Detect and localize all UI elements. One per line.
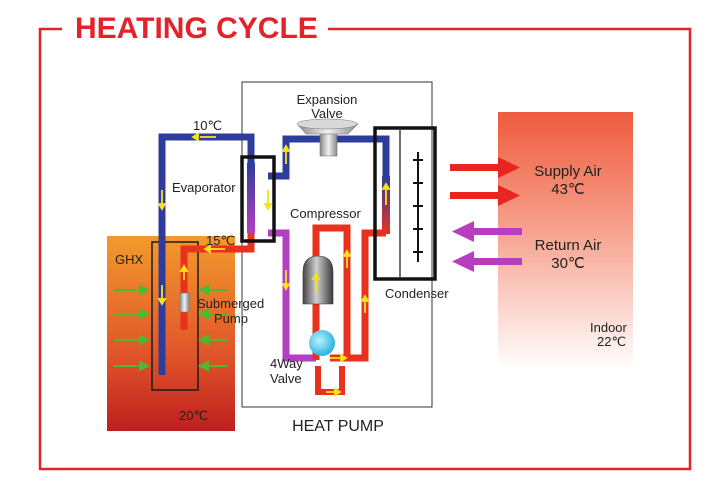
indoor-label: Indoor xyxy=(590,320,628,335)
flow-arrows xyxy=(157,132,391,397)
ghx-ground xyxy=(107,236,235,431)
four-way-valve-label: 4Way xyxy=(270,356,303,371)
ground-heat-arrows xyxy=(114,284,228,372)
condenser-label: Condenser xyxy=(385,286,449,301)
outer-frame xyxy=(38,27,692,471)
compressor-icon xyxy=(302,255,334,305)
submerged-pump-label: Submerged xyxy=(197,296,264,311)
refrigerant-suction-line xyxy=(268,229,316,362)
indoor-space xyxy=(498,112,633,370)
return-air-temp: 30℃ xyxy=(551,255,585,272)
ghx-label: GHX xyxy=(115,252,144,267)
ghx-well xyxy=(151,241,199,391)
submerged-pump-label-2: Pump xyxy=(214,311,248,326)
supply-air-label: Supply Air xyxy=(534,163,602,180)
compressor-label: Compressor xyxy=(290,206,361,221)
return-air-label: Return Air xyxy=(535,237,602,254)
return-air-arrows xyxy=(452,221,522,272)
condenser-frame xyxy=(373,126,437,281)
supply-air-arrows xyxy=(450,157,520,206)
supply-air-temp: 43℃ xyxy=(551,181,585,198)
heat-pump-label: HEAT PUMP xyxy=(292,418,384,435)
diagram-title: HEATING CYCLE xyxy=(75,12,318,45)
evaporator-coil xyxy=(247,163,255,233)
condenser-fins xyxy=(413,152,423,262)
ground-temp: 20℃ xyxy=(179,408,208,423)
evaporator-inlet-temp: 10℃ xyxy=(193,118,222,133)
evaporator-frame xyxy=(240,155,276,243)
four-way-valve-label-2: Valve xyxy=(270,371,302,386)
evaporator-label: Evaporator xyxy=(172,180,236,195)
evaporator-outlet-temp: 15℃ xyxy=(206,233,235,248)
refrigerant-cold-line xyxy=(268,135,390,180)
submerged-pump-icon xyxy=(179,292,190,313)
four-way-valve-icon xyxy=(309,330,335,356)
expansion-valve-label-2: Valve xyxy=(311,106,343,121)
expansion-valve-icon xyxy=(296,118,359,157)
indoor-temp: 22℃ xyxy=(597,334,626,349)
expansion-valve-label: Expansion xyxy=(297,92,358,107)
